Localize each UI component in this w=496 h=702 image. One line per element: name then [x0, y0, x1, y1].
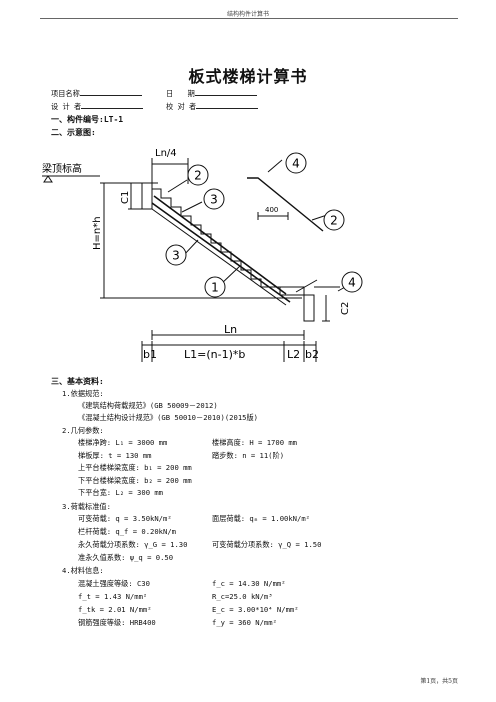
geo-upper-beam-width: 上平台楼梯梁宽度: b₁ = 200 mm — [78, 463, 192, 472]
code-load: 《建筑结构荷载规范》(GB 50009－2012) — [78, 401, 218, 410]
ln4-label: Ln/4 — [155, 148, 177, 159]
spacing-400-label: 400 — [265, 206, 278, 214]
item-loads: 3.荷载标准值: — [62, 502, 111, 511]
l1-label: L1=(n-1)*b — [184, 348, 245, 361]
load-surface: 面层荷载: qₘ = 1.00kN/m² — [212, 514, 310, 523]
section-member-id: 一、构件编号:LT-1 — [51, 115, 124, 124]
stair-steps — [151, 183, 280, 288]
date-field: 日 期 — [166, 88, 257, 99]
beam-top-level-label: 梁顶标高 — [42, 162, 82, 175]
b2-label: b2 — [305, 348, 319, 361]
ln-label: Ln — [224, 323, 237, 336]
section-diagram: 二、示意图: — [51, 128, 96, 137]
callout-circle — [187, 164, 209, 186]
load-variable: 可变荷载: q = 3.50kN/m² — [78, 514, 172, 523]
mat-concrete-grade: 混凝土强度等级: C30 — [78, 579, 150, 588]
checker-field: 校 对 者 — [166, 101, 259, 112]
mat-fc: f_c = 14.30 N/mm² — [212, 579, 286, 588]
page-title: 板式楼梯计算书 — [188, 67, 308, 86]
callout-circle — [203, 188, 225, 210]
item-geometry: 2.几何参数: — [62, 426, 104, 435]
checker-blank — [196, 101, 259, 109]
project-name-label: 项目名称 — [51, 89, 80, 98]
callout-number: 2 — [330, 214, 338, 228]
geo-slab-thickness: 梯板厚: t = 130 mm — [78, 451, 152, 460]
date-label: 日 期 — [166, 89, 195, 98]
project-name-blank — [79, 88, 142, 96]
callout-circle — [323, 209, 345, 231]
geo-lower-platform-width: 下平台宽: L₂ = 300 mm — [78, 488, 164, 497]
bottom-beam — [303, 294, 315, 322]
rebar-bottom — [151, 202, 291, 303]
callout-circle — [285, 152, 307, 174]
mat-steel-grade: 钢筋强度等级: HRB400 — [78, 618, 156, 627]
callout-number: 4 — [348, 276, 356, 290]
callout-number: 3 — [210, 193, 218, 207]
callout-number: 3 — [172, 249, 180, 263]
callout-circle — [341, 271, 363, 293]
load-railing: 栏杆荷载: q_f = 0.20kN/m — [78, 527, 176, 536]
item-materials: 4.材料信息: — [62, 566, 104, 575]
mat-fy: f_y = 360 N/mm² — [212, 618, 277, 627]
callout-circle — [165, 244, 187, 266]
bottom-platform — [279, 286, 305, 296]
l2-label: L2 — [287, 348, 300, 361]
header-rule — [40, 18, 458, 19]
project-name-field: 项目名称 — [51, 88, 142, 99]
page-number: 第1页，共5页 — [420, 678, 458, 685]
h-label: H=n*h — [92, 216, 103, 250]
rebar-top — [153, 195, 287, 295]
callout-number: 4 — [292, 157, 300, 171]
c2-label: C2 — [340, 302, 351, 315]
running-header: 结构构件计算书 — [226, 11, 269, 18]
geo-step-count: 踏步数: n = 11(阶) — [212, 451, 285, 460]
designer-blank — [81, 101, 144, 109]
top-beam — [141, 182, 153, 210]
callout-number: 1 — [211, 281, 219, 295]
code-concrete: 《混凝土结构设计规范》(GB 50010－2010)(2015版) — [78, 413, 258, 422]
callout-circle — [204, 276, 226, 298]
c1-label: C1 — [120, 191, 131, 204]
designer-label: 设 计 者 — [51, 102, 82, 111]
mat-ftk: f_tk = 2.01 N/mm² — [78, 605, 152, 614]
load-permanent-factor: 永久荷载分项系数: γ_G = 1.30 — [78, 540, 188, 549]
geo-stair-height: 楼梯高度: H = 1700 mm — [212, 438, 298, 447]
section-basic-data: 三、基本资料: — [51, 377, 104, 386]
load-variable-factor: 可变荷载分项系数: γ_Q = 1.50 — [212, 540, 322, 549]
callout-number: 2 — [194, 169, 202, 183]
geo-clear-span: 楼梯净跨: L₁ = 3000 mm — [78, 438, 168, 447]
b1-label: b1 — [143, 348, 157, 361]
designer-field: 设 计 者 — [51, 101, 144, 112]
checker-label: 校 对 者 — [166, 102, 197, 111]
mat-ec: E_c = 3.00*10⁴ N/mm² — [212, 605, 299, 614]
geo-lower-beam-width: 下平台楼梯梁宽度: b₂ = 200 mm — [78, 476, 192, 485]
slab-bottom — [151, 208, 287, 306]
date-blank — [194, 88, 257, 96]
mat-ft: f_t = 1.43 N/mm² — [78, 592, 148, 601]
load-quasi-permanent: 准永久值系数: ψ_q = 0.50 — [78, 553, 174, 562]
item-codes: 1.依据规范: — [62, 389, 104, 398]
mat-rc: R_c=25.0 kN/m³ — [212, 592, 273, 601]
rebar-detail-4 — [247, 177, 324, 232]
level-marker — [43, 175, 53, 183]
